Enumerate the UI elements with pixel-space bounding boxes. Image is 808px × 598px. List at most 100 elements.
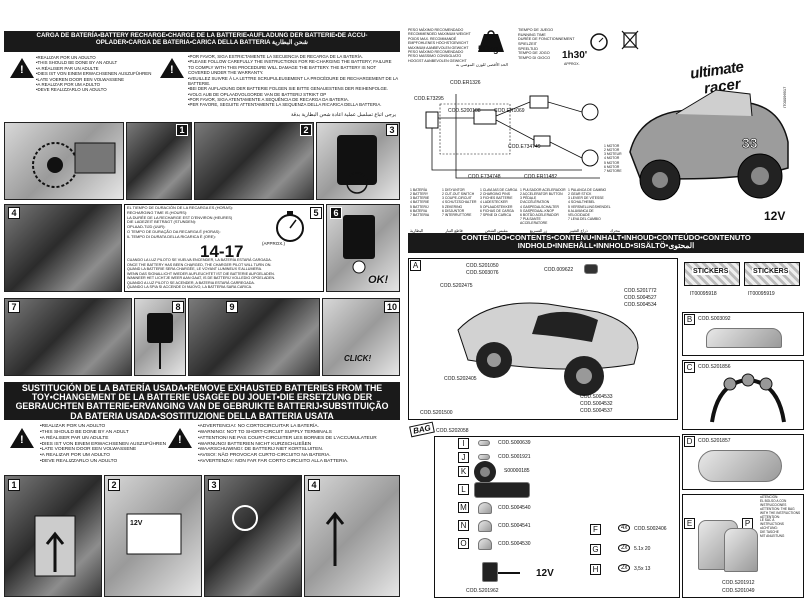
section-b-code: COD.S003092 xyxy=(698,316,731,322)
replace-step-3-number: 3 xyxy=(208,479,220,491)
car-illustration: 33 xyxy=(629,89,789,201)
charge-header: CARGA DE BATERÍA•BATTERY RECHARGE•CHARGE… xyxy=(4,31,400,52)
left-page: CARGA DE BATERÍA•BATTERY RECHARGE•CHARGE… xyxy=(0,0,402,598)
replace-step-4-number: 4 xyxy=(308,479,320,491)
wiring-code-3: COD.S200188 xyxy=(448,108,481,114)
weight-text: PESO MÁXIMO RECOMENDADO RECOMMENDED MAXI… xyxy=(408,28,471,63)
step-4-photo xyxy=(4,204,122,292)
legend-arabic-6: محرك xyxy=(609,228,620,233)
replace-step-1-photo xyxy=(4,475,102,597)
time-text: TIEMPO DE JUEGO RUNNING TIME DURÉE DE FO… xyxy=(518,28,575,60)
fastener-g-label: G xyxy=(590,544,601,555)
wiring-diagram xyxy=(410,74,616,198)
wiring-code-2: COD.E73295 xyxy=(414,96,444,102)
fastener-f-code: COD.S002406 xyxy=(634,526,667,532)
section-c-code: COD.S201856 xyxy=(698,364,731,370)
charger-code: COD.S201962 xyxy=(466,588,499,594)
legend-arabic: البطارية قاطع التيار مقبس الشحن زر التسر… xyxy=(410,228,620,233)
sticker-1-title: STICKERS xyxy=(692,268,730,275)
bag-item-o-label: O xyxy=(458,538,469,549)
section-e-code-1: COD.S201912 xyxy=(722,580,755,586)
step-1-number: 1 xyxy=(176,124,188,136)
charge-instructions: •POR FAVOR, SIGA ESTRICTAMENTE LA SECUEN… xyxy=(188,54,398,108)
section-a-code-10: COD.S004533 xyxy=(580,394,613,400)
weight-arabic: الحد الأقصى للوزن الموصى به xyxy=(455,62,508,67)
step-3-photo xyxy=(316,122,400,200)
legend-col-4: 1 PULSADOR ACELERADOR 2 ACCELERATOR BUTT… xyxy=(520,188,566,226)
section-a-code-11: COD.S004532 xyxy=(580,401,613,407)
replace-step-4-photo xyxy=(304,475,400,597)
section-a-frame xyxy=(408,258,678,420)
shortcut-warning-text: •ADVERTENCIA!: NO CORTOCIRCUITAR LA BATE… xyxy=(198,424,377,465)
time-value: 1h30' xyxy=(562,50,588,61)
weight-icon xyxy=(478,30,504,52)
fastener-h-code: 3,5x 13 xyxy=(634,566,651,572)
step-5-number: 5 xyxy=(310,207,322,219)
legend-arabic-2: قاطع التيار xyxy=(445,228,463,233)
step-8-number: 8 xyxy=(172,301,184,313)
legend-arabic-1: البطارية xyxy=(410,228,424,233)
bag-item-i-code: COD.S000639 xyxy=(498,440,531,446)
fastener-g-code: 5.1x 20 xyxy=(634,546,651,552)
charge-led-text: CUANDO LA LUZ PILOTO SE VUELVA ENCENDER,… xyxy=(127,258,276,290)
section-a-code-6: COD.S004527 xyxy=(624,295,657,301)
bag-item-j-code: COD.S001921 xyxy=(498,454,531,460)
voltage-label: 12V xyxy=(764,209,786,223)
wiring-code-1: COD.ER1326 xyxy=(450,80,481,86)
section-a-code-4: COD.S202475 xyxy=(440,283,473,289)
step-1-illustration xyxy=(4,122,124,200)
section-d-code: COD.S201857 xyxy=(698,438,731,444)
stopwatch-icon xyxy=(590,33,608,51)
legend-col-3: 1 CLAVIJAS DE CARGA 2 CHARGING PINS 3 FI… xyxy=(480,188,518,217)
section-b-frame xyxy=(682,312,804,356)
legend-col-6: 1 MOTOR 2 MOTOR 3 MOTEUR 4 MOTOR 5 MOTOR… xyxy=(604,144,622,173)
section-c-label: C xyxy=(684,362,695,373)
fastener-f-label: F xyxy=(590,524,601,535)
bag-label: BAG xyxy=(409,421,435,438)
step-3-number: 3 xyxy=(386,124,398,136)
step-6-number: 6 xyxy=(330,207,342,219)
sticker-2-title: STICKERS xyxy=(752,268,790,275)
charge-time-text: EL TIEMPO DE DURACIÓN DE LA RECARGA ES (… xyxy=(127,205,233,239)
replace-step-1-number: 1 xyxy=(8,479,20,491)
wiring-code-7: COD.ER11482 xyxy=(524,174,557,180)
legend-col-5: 1 PALANCA DE CAMBIO 2 GEAR STICK 3 LEVIE… xyxy=(568,188,611,221)
charge-warning-icon xyxy=(160,58,184,78)
step-9-number: 9 xyxy=(226,301,238,313)
charger-voltage: 12V xyxy=(536,568,554,579)
ok-label: OK! xyxy=(368,274,389,286)
recycle-bin-icon xyxy=(621,30,639,50)
replace-step-2-photo xyxy=(104,475,202,597)
step-2-number: 2 xyxy=(300,124,312,136)
bag-item-m-label: M xyxy=(458,502,469,513)
sticker-2-code: IT00095919 xyxy=(748,291,775,297)
section-b-label: B xyxy=(684,314,695,325)
section-a-label: A xyxy=(410,260,421,271)
adult-warning-text: •REALIZAR POR UN ADULTO •THIS SHOULD BE … xyxy=(36,55,152,93)
bag-item-m-part xyxy=(478,502,492,514)
step-2-photo xyxy=(194,122,314,200)
bag-item-j-label: J xyxy=(458,452,469,463)
steering-wheel-part xyxy=(474,461,496,483)
bag-item-i-label: I xyxy=(458,438,469,449)
section-a-code-3: COD.009622 xyxy=(544,267,574,273)
bag-item-k-code: S00000185 xyxy=(504,468,530,474)
bag-item-i-part xyxy=(478,440,490,446)
shortcut-warning-icon xyxy=(168,428,192,448)
legend-arabic-5: ذراع التغيير xyxy=(569,228,588,233)
replace-adult-text: •REALIZAR POR UN ADULTO •THIS SHOULD BE … xyxy=(40,424,167,465)
windshield-part xyxy=(706,328,782,348)
legend-arabic-3: مقبس الشحن xyxy=(484,228,508,233)
section-a-code-7: COD.S004534 xyxy=(624,302,657,308)
contents-header: CONTENIDO•CONTENTS•CONTENU•INHALT•INHOUD… xyxy=(408,233,804,253)
light-bar-part xyxy=(710,373,786,423)
time-approx: APPROX. xyxy=(564,62,580,66)
replace-battery-header: SUSTITUCIÓN DE LA BATERÍA USADA•REMOVE E… xyxy=(4,382,400,420)
charge-time-unit: (APPROX.) xyxy=(262,241,286,246)
step-10-number: 10 xyxy=(384,301,400,313)
click-label: CLICK! xyxy=(344,354,372,363)
section-a-code-8: COD.S202405 xyxy=(444,376,477,382)
fastener-f-qty: 4x xyxy=(618,524,631,532)
legend-arabic-4: زر التسريع xyxy=(529,228,548,233)
wiring-code-5: COD.E734749 xyxy=(508,144,541,150)
